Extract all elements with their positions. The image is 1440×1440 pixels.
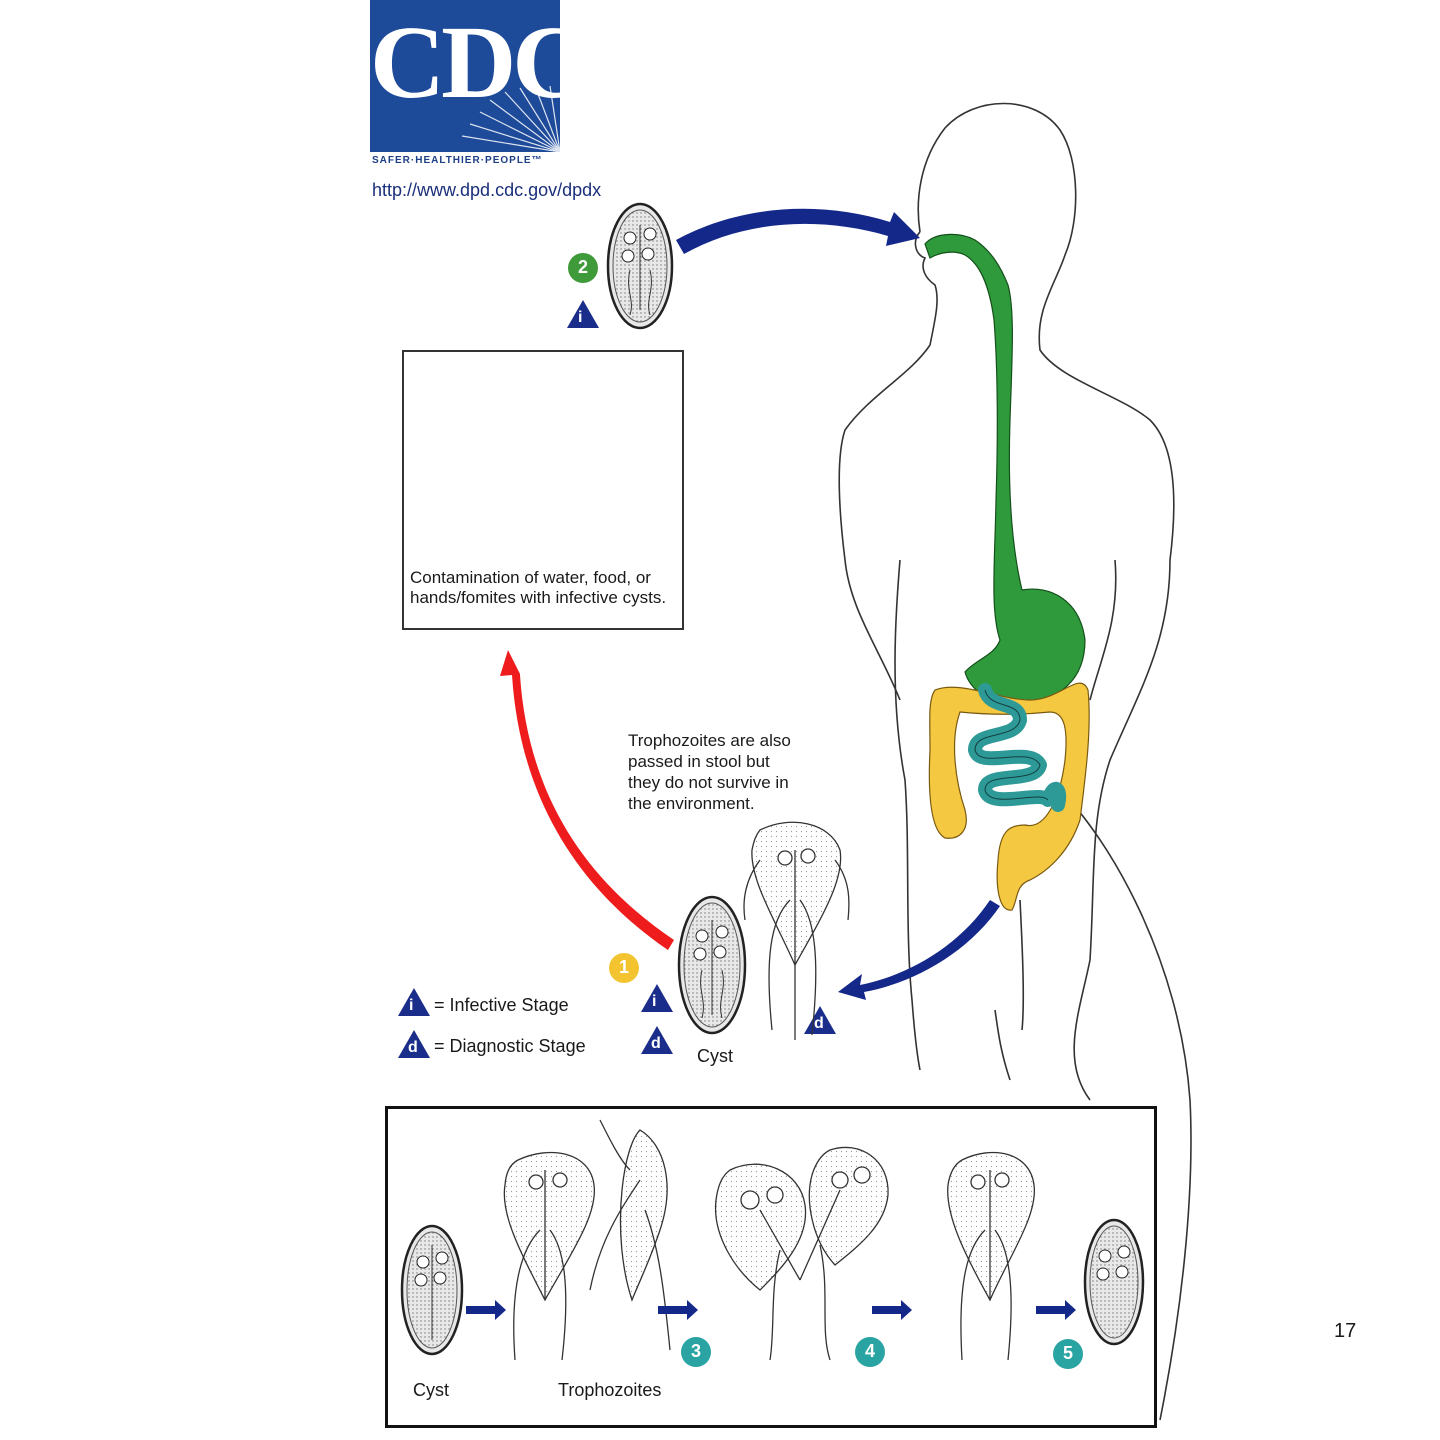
logo-wordmark: CDC <box>370 5 560 120</box>
diagnostic-stage-icon-cyst <box>641 1026 673 1054</box>
infective-stage-icon-legend <box>398 988 430 1016</box>
division-arrows <box>466 1300 1076 1320</box>
legend-diagnostic-symbol: d <box>408 1039 418 1056</box>
page-number: 17 <box>1334 1320 1357 1342</box>
trophozoite-division-side <box>589 1119 671 1351</box>
step-4-label: 4 <box>864 1341 875 1361</box>
legend-infective-symbol: i <box>409 997 414 1014</box>
trophozoite-division-front <box>503 1151 596 1361</box>
contamination-box <box>402 350 684 630</box>
trophozoite-diagnostic-symbol: d <box>814 1015 824 1032</box>
diagnostic-stage-icon-legend <box>398 1030 430 1058</box>
infective-stage-icon-top <box>567 300 599 328</box>
human-body-outline <box>838 102 1192 1421</box>
step-2-marker <box>568 253 598 283</box>
step-1-label: 1 <box>618 957 629 977</box>
cyst-top-illustration <box>606 202 674 330</box>
step-4-marker <box>855 1337 885 1367</box>
cyst-label: Cyst <box>697 1046 733 1066</box>
trophozoites-label: Trophozoites <box>558 1380 662 1400</box>
trophozoite-note-line: the environment. <box>628 794 755 813</box>
large-intestine <box>928 682 1090 911</box>
cyst-stool-illustration <box>677 895 747 1035</box>
infective-symbol-top: i <box>578 309 583 326</box>
excretion-arrow <box>838 900 1000 1000</box>
step-5-label: 5 <box>1062 1343 1073 1363</box>
division-cyst-label: Cyst <box>413 1380 449 1400</box>
division-box <box>385 1106 1157 1428</box>
step-3-marker <box>681 1337 711 1367</box>
step-2-label: 2 <box>577 257 588 277</box>
cdc-logo: CDC <box>370 0 560 152</box>
ingestion-arrow <box>676 208 920 254</box>
legend-infective-label: = Infective Stage <box>434 995 569 1015</box>
step-5-marker <box>1053 1339 1083 1369</box>
trophozoite-dividing-pair <box>714 1146 889 1361</box>
infective-stage-icon-cyst <box>641 984 673 1012</box>
cyst-infective-symbol: i <box>652 993 657 1010</box>
trophozoite-note-line: passed in stool but <box>628 752 770 771</box>
contamination-caption-line1: Contamination of water, food, or <box>410 568 651 587</box>
new-cyst-illustration <box>1083 1218 1145 1346</box>
step-3-label: 3 <box>690 1341 701 1361</box>
cyst-division-illustration <box>400 1224 464 1356</box>
trophozoite-stool-illustration <box>743 821 850 1040</box>
step-1-marker <box>609 953 639 983</box>
cyst-diagnostic-symbol: d <box>651 1035 661 1052</box>
contamination-arrow <box>500 650 674 950</box>
trophozoite-encysting <box>947 1151 1036 1361</box>
contamination-caption-line2: hands/fomites with infective cysts. <box>410 588 667 607</box>
legend-diagnostic-label: = Diagnostic Stage <box>434 1036 586 1056</box>
diagnostic-stage-icon-trophozoite <box>804 1006 836 1034</box>
logo-tagline: SAFER·HEALTHIER·PEOPLE™ <box>372 155 543 166</box>
trophozoite-note-line: Trophozoites are also <box>628 731 791 750</box>
small-intestine-outline <box>974 689 1049 801</box>
esophagus-stomach <box>924 233 1086 706</box>
trophozoite-note: Trophozoites are also passed in stool bu… <box>628 730 818 814</box>
logo-rays <box>461 85 560 152</box>
trophozoite-note-line: they do not survive in <box>628 773 789 792</box>
contamination-caption: Contamination of water, food, or hands/f… <box>410 568 680 608</box>
source-url[interactable]: http://www.dpd.cdc.gov/dpdx <box>372 180 602 200</box>
